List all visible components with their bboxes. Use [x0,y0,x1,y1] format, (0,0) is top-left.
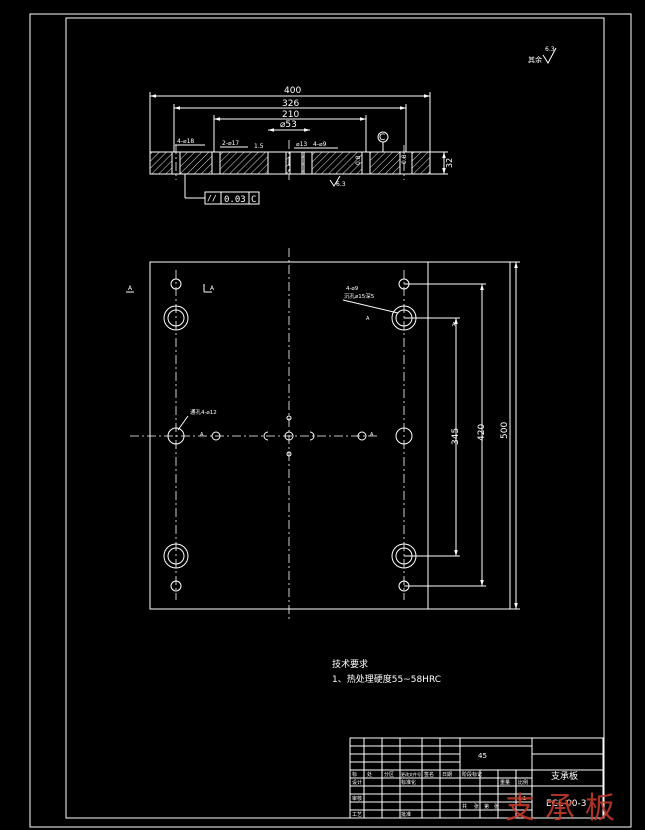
dim-345: 345 [451,428,461,445]
notes-line1: 1、热处理硬度55~58HRC [332,673,441,685]
material: 45 [478,752,487,760]
outer-frame [29,13,632,828]
svg-text:A: A [452,322,456,328]
svg-text:签名: 签名 [424,771,434,778]
section-mark-left: A [128,285,133,292]
roughness-symbol: 其余 6.3 [528,46,557,64]
svg-text:0.8: 0.8 [355,155,362,165]
svg-text:工艺: 工艺 [352,812,362,818]
dim-210: 210 [282,110,299,120]
hole-callout-4: ⌀13 [296,141,307,148]
svg-text:A: A [370,432,374,438]
hole-callout-3: 1.5 [254,143,264,150]
svg-text:处: 处 [367,771,372,778]
tolerance-datum: C [251,195,256,205]
plate-outline [149,261,511,610]
svg-text:设计: 设计 [352,779,362,786]
svg-text:分区: 分区 [384,771,394,778]
dim-500: 500 [500,422,510,439]
svg-text:0.8: 0.8 [401,154,408,164]
svg-text:日期: 日期 [442,772,452,778]
dim-400: 400 [284,86,301,96]
datum-c: C [379,133,385,143]
svg-text:重量: 重量 [500,779,510,786]
tolerance-value: 0.03 [224,195,246,205]
svg-text:其余: 其余 [528,55,542,64]
hole-callout-2: 2-⌀17 [222,140,239,147]
hole-callout-5: 4-⌀9 [313,141,327,148]
svg-text:张: 张 [494,803,499,810]
svg-text:1:1: 1:1 [518,796,526,802]
svg-text:第: 第 [484,803,489,810]
dim-420: 420 [477,424,487,441]
svg-text:阶段标记: 阶段标记 [462,771,482,778]
notes-title: 技术要求 [332,658,368,670]
watermark-logo: 支承板 [505,791,625,826]
hole-top-left [163,278,189,331]
svg-text:A: A [366,316,370,322]
title-block: 45 支承板 ECL-00-3 标 处 分区 更改文件号 签名 日期 设计 标准… [349,737,604,819]
hole-callout-1: 4-⌀18 [177,138,194,145]
hole-bottom-left [163,543,189,592]
svg-text:标准化: 标准化 [401,779,416,786]
tolerance-symbol: // [207,194,217,203]
plan-view: A A 4-⌀9 沉孔⌀15深5 通孔4-⌀12 A A A A 345 420… [126,248,520,622]
svg-text:比例: 比例 [518,779,528,786]
part-name: 支承板 [551,770,578,782]
note-holes: 4-⌀9 [346,286,359,292]
svg-text:A: A [200,432,204,438]
dim-32: 32 [445,158,454,168]
dim-326: 326 [282,99,299,109]
note-counterbore: 沉孔⌀15深5 [344,292,375,300]
svg-text:标: 标 [352,771,357,778]
svg-text:批准: 批准 [401,811,411,818]
section-view: 400 326 210 ⌀53 4-⌀18 2-⌀17 1.5 ⌀13 [149,86,454,205]
svg-text:审核: 审核 [352,795,362,802]
svg-text:更改文件号: 更改文件号 [401,771,421,777]
drawing-number: ECL-00-3 [546,799,587,809]
section-mark-right: A [210,285,215,292]
svg-text:6.3: 6.3 [545,46,555,53]
note-center-holes: 通孔4-⌀12 [190,408,217,416]
svg-text:6.3: 6.3 [336,181,346,188]
svg-text:张: 张 [474,803,479,810]
svg-text:共: 共 [462,803,467,810]
dim-d53: ⌀53 [280,120,297,130]
technical-notes: 技术要求 1、热处理硬度55~58HRC [332,658,441,685]
inner-frame [65,17,605,819]
